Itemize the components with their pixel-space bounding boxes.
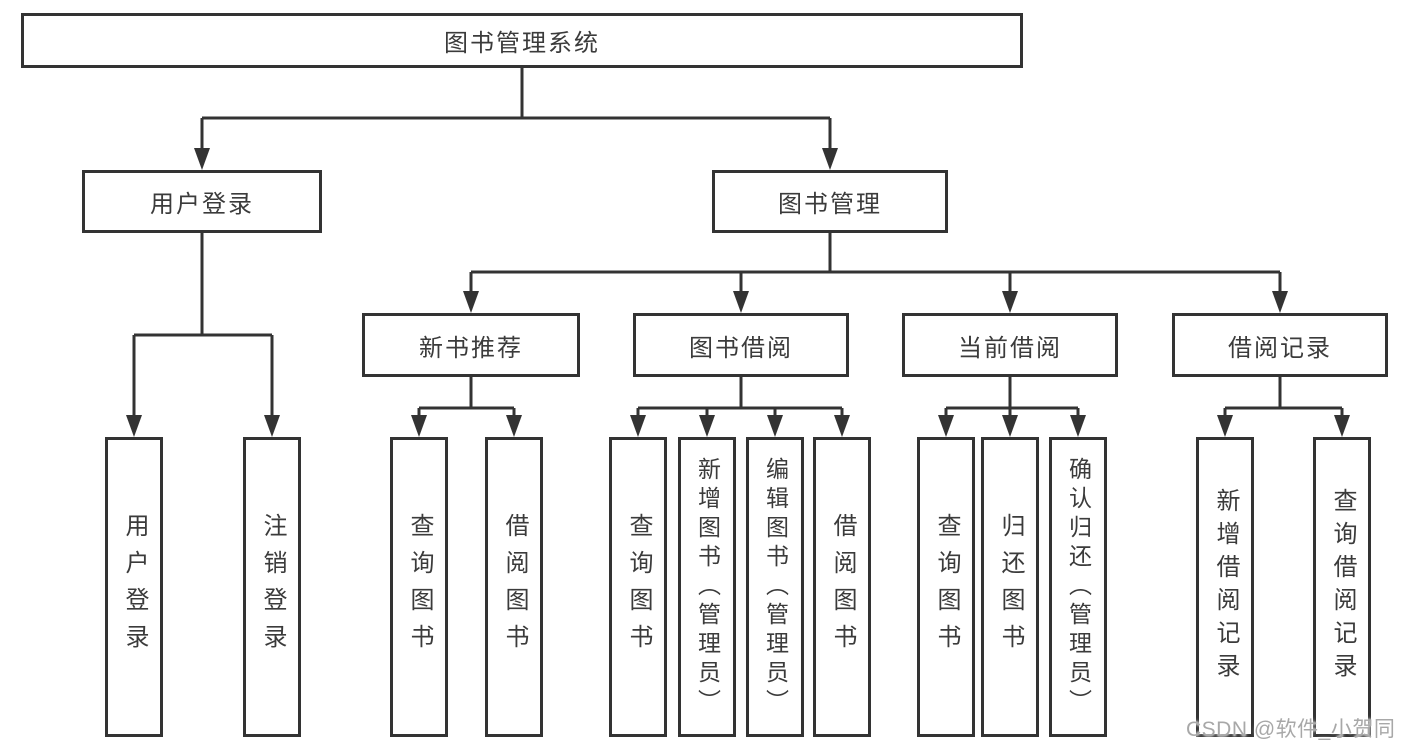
node-label: 当前借阅 [958,334,1062,362]
node-label: 新书推荐 [419,334,523,362]
node-leaf-logout: 注销登录 [243,437,301,737]
connector-new-book-to-leaves [417,377,516,419]
node-label: 借阅图书 [829,513,856,661]
connector-current-borrow-to-leaves [944,377,1080,419]
node-leaf-query-books-current: 查询图书 [917,437,975,737]
node-user-login: 用户登录 [82,170,322,233]
connector-root-to-level2 [200,68,832,152]
node-label: 新增借阅记录 [1212,488,1239,686]
node-label: 用户登录 [121,513,148,661]
node-leaf-confirm-return-admin: 确认归还（管理员） [1049,437,1107,737]
node-current-borrowing: 当前借阅 [902,313,1118,377]
connector-borrow-record-to-leaves [1223,377,1344,419]
node-leaf-edit-books-admin: 编辑图书（管理员） [746,437,804,737]
connector-book-borrow-to-leaves [636,377,844,419]
node-leaf-borrow-books: 借阅图书 [813,437,871,737]
node-label: 借阅图书 [501,513,528,661]
node-label: 图书管理 [778,191,882,218]
node-leaf-add-borrow-record: 新增借阅记录 [1196,437,1254,737]
node-borrowing-records: 借阅记录 [1172,313,1388,377]
csdn-watermark: CSDN @软件_小贺同学 [1186,718,1396,741]
node-leaf-user-login: 用户登录 [105,437,163,737]
node-leaf-query-borrow-record: 查询借阅记录 [1313,437,1371,737]
node-label: 归还图书 [997,513,1024,661]
node-new-book-recommend: 新书推荐 [362,313,580,377]
node-book-borrowing: 图书借阅 [633,313,849,377]
connector-book-management-to-level3 [469,233,1282,295]
node-leaf-query-books-recommend: 查询图书 [390,437,448,737]
node-label: 图书借阅 [689,334,793,362]
node-library-management-system: 图书管理系统 [21,13,1023,68]
node-leaf-return-books: 归还图书 [981,437,1039,737]
node-label: 确认归还（管理员） [1065,456,1092,718]
node-leaf-query-books-borrow: 查询图书 [609,437,667,737]
node-label: 图书管理系统 [444,30,600,57]
node-label: 查询图书 [625,513,652,661]
node-label: 用户登录 [150,191,254,218]
node-label: 查询图书 [933,513,960,661]
node-label: 查询图书 [406,513,433,661]
node-leaf-borrow-books-recommend: 借阅图书 [485,437,543,737]
node-label: 借阅记录 [1228,334,1332,362]
node-label: 注销登录 [259,513,286,661]
arrowheads [126,148,1350,437]
node-label: 查询借阅记录 [1329,488,1356,686]
node-book-management: 图书管理 [712,170,948,233]
connector-user-login-to-leaves [132,233,274,419]
node-label: 编辑图书（管理员） [762,456,789,718]
node-label: 新增图书（管理员） [694,456,721,718]
node-leaf-add-books-admin: 新增图书（管理员） [678,437,736,737]
